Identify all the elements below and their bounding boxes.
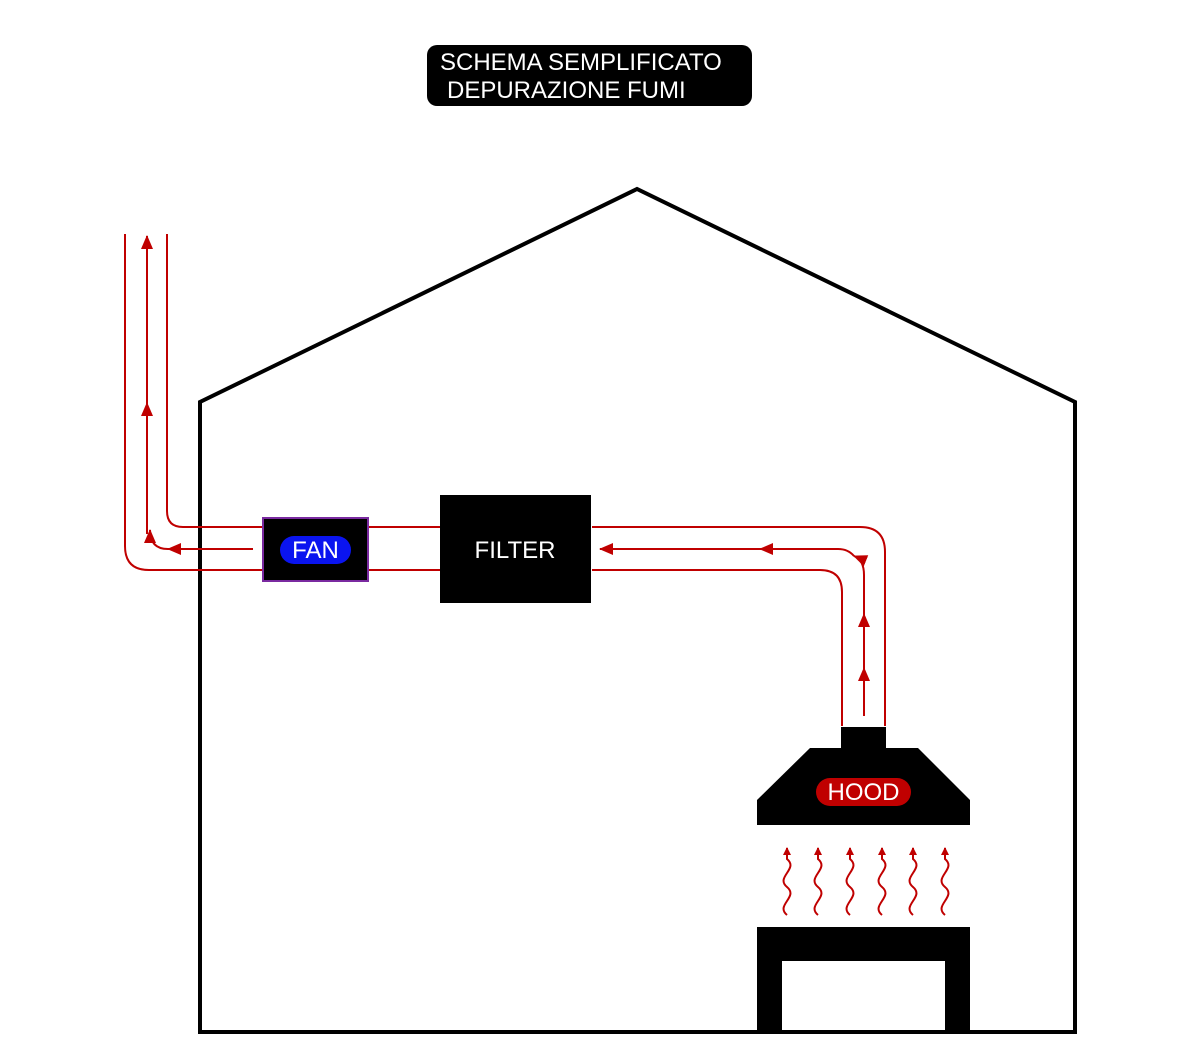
flow-line-fan-to-chimney bbox=[141, 235, 253, 555]
flow-line-hood-to-filter bbox=[599, 543, 870, 716]
duct-hood-to-filter bbox=[592, 526, 886, 726]
fume-wave-1 bbox=[782, 847, 792, 916]
title-box: SCHEMA SEMPLIFICATO DEPURAZIONE FUMI bbox=[427, 45, 752, 106]
duct-inner-wall bbox=[592, 569, 843, 726]
title-line-1: SCHEMA SEMPLIFICATO bbox=[440, 49, 722, 76]
hood-unit: HOOD bbox=[757, 727, 970, 825]
chimney-outer-wall bbox=[124, 234, 263, 571]
filter-label: FILTER bbox=[475, 537, 556, 564]
fan-label: FAN bbox=[292, 537, 339, 564]
rising-fumes bbox=[782, 847, 950, 916]
duct-filter-to-fan bbox=[368, 526, 441, 571]
duct-fan-to-chimney bbox=[124, 234, 263, 571]
fireplace-source bbox=[757, 927, 970, 1032]
fume-wave-3 bbox=[845, 847, 855, 916]
hood-collar bbox=[841, 727, 886, 750]
title-line-2: DEPURAZIONE FUMI bbox=[447, 77, 686, 104]
duct-outer-wall bbox=[592, 526, 886, 726]
fan-unit: FAN bbox=[262, 517, 369, 582]
fume-wave-5 bbox=[908, 847, 918, 916]
building-outline bbox=[198, 186, 1077, 1034]
hood-label-pill bbox=[816, 778, 911, 806]
fume-wave-2 bbox=[813, 847, 823, 916]
filter-unit: FILTER bbox=[440, 495, 591, 603]
hood-label: HOOD bbox=[828, 779, 900, 806]
fan-label-pill bbox=[280, 536, 351, 564]
chimney-inner-wall bbox=[166, 234, 263, 528]
fume-wave-6 bbox=[940, 847, 950, 916]
fume-wave-4 bbox=[877, 847, 887, 916]
